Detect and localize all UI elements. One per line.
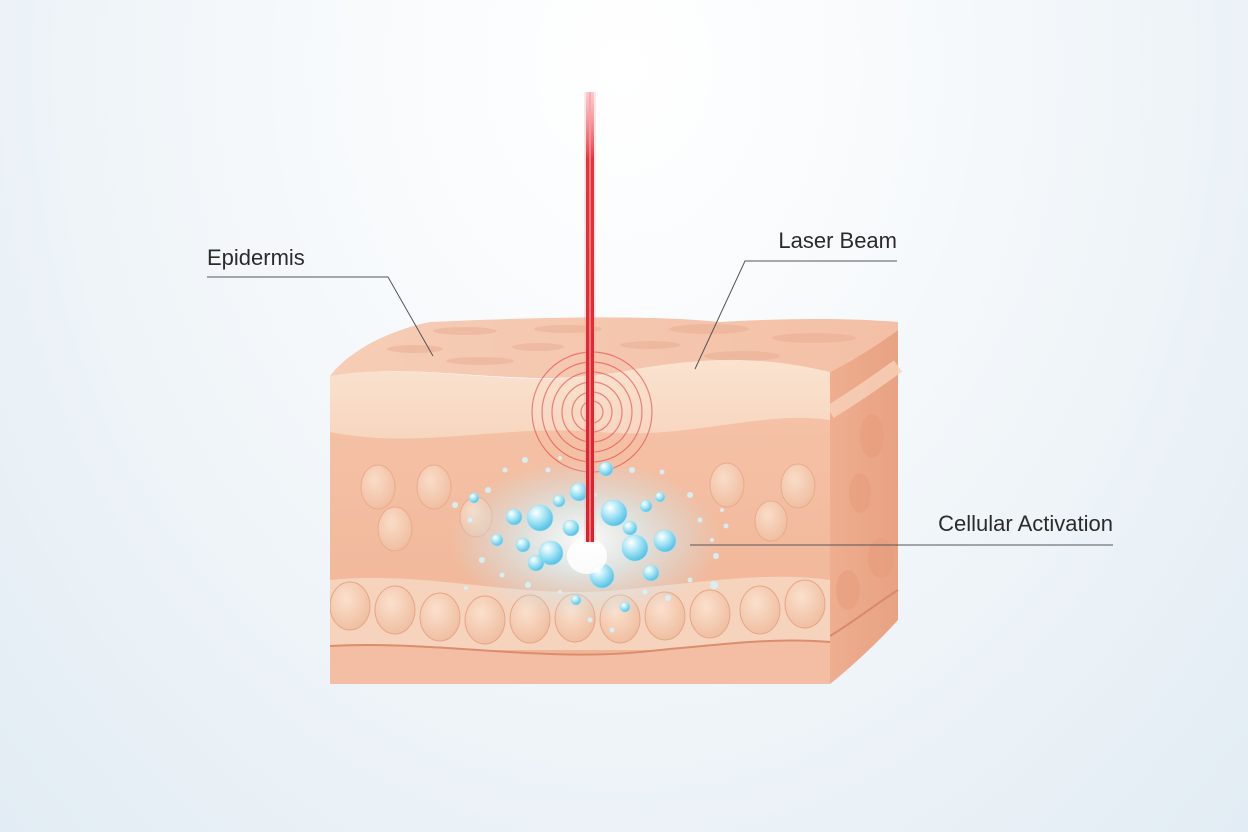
cellular-activation-label: Cellular Activation: [938, 511, 1113, 536]
epidermis-label: Epidermis: [207, 245, 305, 270]
laser-beam-icon: [584, 92, 596, 542]
laser-beam-label: Laser Beam: [778, 228, 897, 253]
